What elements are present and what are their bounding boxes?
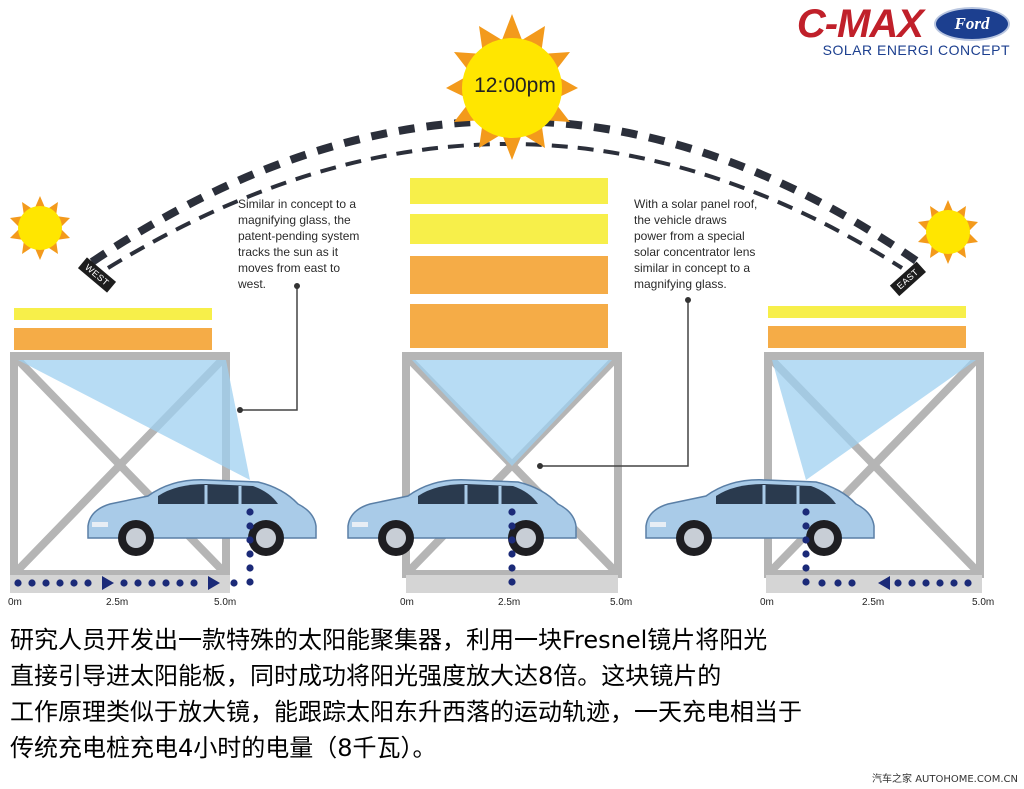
- motion-dot: [802, 578, 810, 586]
- motion-dot: [42, 579, 50, 587]
- beam-center: [412, 360, 612, 466]
- motion-dot: [70, 579, 78, 587]
- motion-dot: [894, 579, 902, 587]
- car-center: [346, 478, 578, 558]
- band-orange-right: [768, 326, 966, 348]
- band-yellow-center-1: [410, 178, 608, 204]
- sun-east-icon: [918, 200, 978, 264]
- scale-mid-left: 2.5m: [106, 597, 129, 608]
- motion-dot: [162, 579, 170, 587]
- band-orange-center-1: [410, 256, 608, 294]
- motion-dot: [246, 564, 254, 572]
- motion-dot: [56, 579, 64, 587]
- motion-dot: [802, 564, 810, 572]
- caption: 研究人员开发出一款特殊的太阳能聚集器，利用一块Fresnel镜片将阳光 直接引导…: [10, 622, 1020, 766]
- track-right: [766, 575, 982, 593]
- scale-end-right: 5.0m: [972, 597, 995, 608]
- motion-dot: [802, 522, 810, 530]
- watermark: 汽车之家 AUTOHOME.COM.CN: [872, 774, 1018, 785]
- motion-dot: [936, 579, 944, 587]
- motion-dot: [508, 536, 516, 544]
- motion-dot: [964, 579, 972, 587]
- arrow-right-icon: [102, 576, 114, 590]
- caption-line-3: 工作原理类似于放大镜，能跟踪太阳东升西落的运动轨迹，一天充电相当于: [10, 698, 802, 726]
- note-right: With a solar panel roof, the vehicle dra…: [634, 197, 758, 291]
- motion-dot: [834, 579, 842, 587]
- motion-dot: [802, 508, 810, 516]
- motion-dot: [14, 579, 22, 587]
- band-orange-left: [14, 328, 212, 350]
- arrow-right-icon: [208, 576, 220, 590]
- brand-model-logo: C-MAX: [796, 2, 924, 46]
- scale-mid-right: 2.5m: [862, 597, 885, 608]
- motion-dot: [922, 579, 930, 587]
- motion-dot: [120, 579, 128, 587]
- scale-start-center: 0m: [400, 597, 414, 608]
- motion-dot: [246, 578, 254, 586]
- band-orange-center-2: [410, 304, 608, 348]
- track-left: [10, 575, 230, 593]
- sun-noon-icon: [446, 14, 578, 160]
- motion-dot: [508, 564, 516, 572]
- sun-west-icon: [10, 196, 70, 260]
- motion-dot: [28, 579, 36, 587]
- motion-dot: [508, 578, 516, 586]
- motion-dot: [230, 579, 238, 587]
- car-right: [644, 478, 876, 558]
- scale-end-left: 5.0m: [214, 597, 237, 608]
- motion-dot: [84, 579, 92, 587]
- motion-dot: [818, 579, 826, 587]
- beam-left: [18, 360, 250, 480]
- scale-end-center: 5.0m: [610, 597, 633, 608]
- note-left: Similar in concept to a magnifying glass…: [238, 197, 360, 291]
- scale-mid-center: 2.5m: [498, 597, 521, 608]
- motion-dot: [802, 536, 810, 544]
- motion-dot: [148, 579, 156, 587]
- motion-dot: [190, 579, 198, 587]
- motion-dot: [246, 508, 254, 516]
- brand-logo: C-MAX Ford SOLAR ENERGI CONCEPT: [797, 4, 1010, 58]
- caption-line-2: 直接引导进太阳能板，同时成功将阳光强度放大达8倍。这块镜片的: [10, 662, 722, 690]
- band-yellow-center-2: [410, 214, 608, 244]
- band-yellow-right: [768, 306, 966, 318]
- motion-dot: [508, 508, 516, 516]
- motion-dot: [246, 550, 254, 558]
- leader-line-left: [240, 286, 298, 411]
- motion-dot: [950, 579, 958, 587]
- arrow-left-icon: [878, 576, 890, 590]
- brand-subtitle: SOLAR ENERGI CONCEPT: [822, 42, 1010, 58]
- scale-start-right: 0m: [760, 597, 774, 608]
- ford-logo: Ford: [934, 7, 1010, 41]
- motion-dot: [908, 579, 916, 587]
- caption-line-4: 传统充电桩充电4小时的电量（8千瓦）。: [10, 734, 437, 762]
- motion-dot: [802, 550, 810, 558]
- motion-dot: [508, 550, 516, 558]
- band-yellow-left: [14, 308, 212, 320]
- caption-line-1: 研究人员开发出一款特殊的太阳能聚集器，利用一块Fresnel镜片将阳光: [10, 626, 768, 654]
- motion-dot: [246, 536, 254, 544]
- sun-path-outer: [89, 117, 921, 266]
- motion-dot: [848, 579, 856, 587]
- motion-dot: [246, 522, 254, 530]
- motion-dot: [508, 522, 516, 530]
- motion-dot: [134, 579, 142, 587]
- motion-dots: [14, 508, 972, 590]
- motion-dot: [176, 579, 184, 587]
- beam-right: [772, 360, 976, 480]
- scale-start-left: 0m: [8, 597, 22, 608]
- leader-line-right: [540, 300, 689, 467]
- noon-time-label: 12:00pm: [474, 74, 556, 97]
